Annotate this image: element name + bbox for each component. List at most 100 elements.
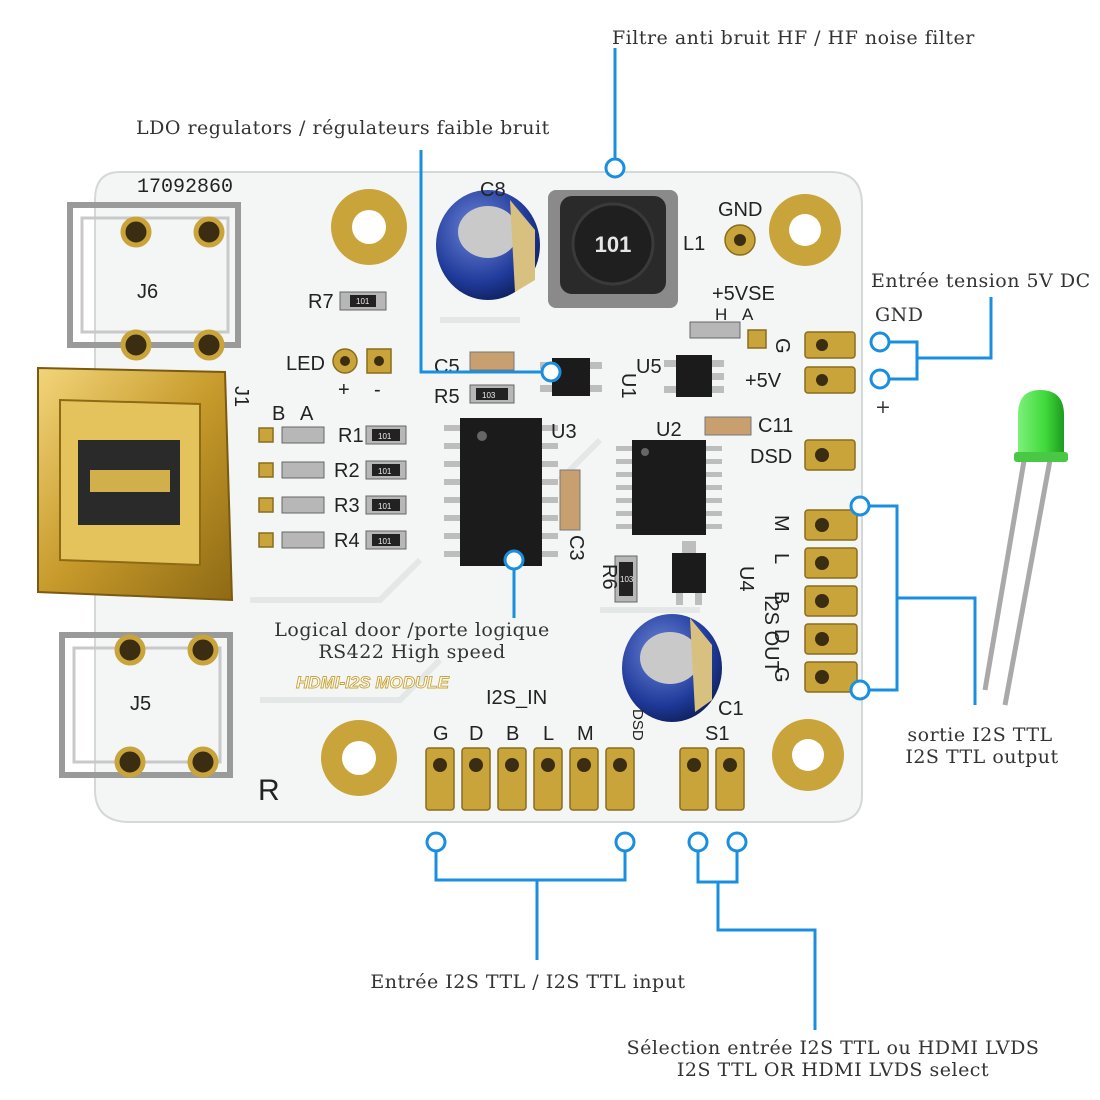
smd-resistors [281, 291, 752, 603]
svg-text:103: 103 [620, 575, 634, 584]
label-r-corner: R [258, 774, 280, 807]
label-r4: R4 [334, 530, 360, 552]
callout-ldo: LDO regulators / régulateurs faible brui… [136, 117, 550, 139]
mounting-hole-top-right [769, 194, 841, 266]
svg-text:M: M [770, 515, 792, 532]
gnd-pad-top [724, 224, 756, 256]
svg-text:L: L [770, 553, 792, 564]
svg-text:G: G [770, 667, 792, 683]
ba-pads [258, 427, 274, 548]
ic-u5 [664, 355, 724, 397]
label-j6: J6 [137, 281, 158, 303]
callout-hf-filter: Filtre anti bruit HF / HF noise filter [612, 27, 975, 49]
power-pads [804, 331, 856, 471]
callout-output-2: I2S TTL output [905, 746, 1058, 768]
label-g-power: G [771, 338, 793, 354]
svg-text:D: D [469, 723, 483, 745]
mounting-hole-bottom-right [772, 719, 844, 791]
label-r6: R6 [598, 564, 620, 590]
i2s-output-pads [804, 509, 858, 693]
label-u3: U3 [551, 421, 577, 443]
callout-output-1: sortie I2S TTL [907, 724, 1052, 746]
svg-text:101: 101 [378, 432, 392, 441]
label-i2s-in: I2S_IN [486, 687, 547, 709]
label-r3: R3 [334, 495, 360, 517]
green-led [982, 390, 1068, 706]
i2s-input-pads [425, 747, 635, 811]
mounting-hole-bottom-left [321, 720, 397, 796]
inductor-code: 101 [595, 232, 632, 257]
label-i2s-out: I2S OUT [760, 595, 782, 673]
svg-text:101: 101 [378, 502, 392, 511]
ic-u2 [616, 440, 722, 535]
s1-select-pads [679, 747, 745, 811]
trace-pattern [250, 317, 700, 703]
mounting-hole-top-left [331, 189, 407, 265]
callout-select-2: I2S TTL OR HDMI LVDS select [677, 1059, 989, 1081]
inductor-l1: 101 [548, 190, 678, 308]
smd-codes: 101 103 101 101 101 101 103 [356, 297, 634, 584]
label-c1: C1 [718, 698, 744, 720]
callout-logic-1: Logical door /porte logique [274, 619, 549, 641]
label-c8: C8 [480, 179, 506, 201]
svg-text:101: 101 [356, 297, 370, 306]
label-c11: C11 [758, 415, 793, 437]
svg-text:101: 101 [378, 537, 392, 546]
callout-power-in: Entrée tension 5V DC [871, 270, 1091, 292]
label-led-minus: - [374, 379, 381, 401]
capacitor-c1 [622, 614, 722, 722]
callout-plus: + [875, 396, 891, 418]
led-pads [332, 348, 392, 374]
ic-u4 [672, 541, 706, 605]
label-c5: C5 [434, 356, 460, 378]
label-u2: U2 [656, 419, 682, 441]
label-r5: R5 [434, 386, 460, 408]
label-gnd-top: GND [718, 199, 762, 221]
label-led-plus: + [338, 379, 350, 401]
svg-text:G: G [433, 723, 449, 745]
callout-gnd: GND [875, 304, 924, 326]
label-r1: R1 [338, 425, 364, 447]
svg-text:DSD: DSD [629, 709, 646, 741]
label-led: LED [286, 353, 325, 375]
leader-lines [419, 48, 993, 1030]
svg-text:B: B [770, 591, 792, 604]
label-r7: R7 [308, 291, 334, 313]
svg-text:103: 103 [482, 391, 496, 400]
svg-text:101: 101 [378, 467, 392, 476]
label-u1: U1 [617, 373, 639, 399]
label-s1: S1 [705, 723, 729, 745]
label-c3: C3 [565, 535, 587, 561]
label-5v: +5V [745, 370, 782, 392]
label-a: A [742, 305, 754, 324]
svg-text:L: L [543, 723, 554, 745]
board-serial: 17092860 [137, 176, 233, 199]
output-pin-labels: M L B D G [770, 515, 792, 683]
label-u4: U4 [735, 566, 757, 592]
label-u5: U5 [636, 356, 662, 378]
label-b: B [272, 403, 285, 425]
callout-input: Entrée I2S TTL / I2S TTL input [370, 971, 685, 993]
capacitor-c8 [436, 190, 540, 300]
jumper-pad [747, 329, 767, 349]
svg-text:B: B [506, 723, 519, 745]
label-r2: R2 [334, 460, 360, 482]
hdmi-connector [37, 366, 234, 602]
input-pin-labels: G D B L M DSD [433, 709, 646, 745]
label-a-ba: A [300, 403, 314, 425]
label-j1: J1 [230, 386, 252, 407]
module-name: HDMI-I2S MODULE [296, 673, 450, 692]
label-j5: J5 [130, 693, 151, 715]
connector-j5 [59, 632, 233, 778]
connector-j6 [67, 202, 241, 361]
callout-select-1: Sélection entrée I2S TTL ou HDMI LVDS [627, 1037, 1040, 1059]
svg-text:M: M [577, 723, 594, 745]
label-h: H [715, 305, 727, 324]
label-5vse: +5VSE [712, 283, 775, 305]
svg-text:D: D [770, 629, 792, 643]
label-l1: L1 [683, 233, 705, 255]
callout-logic-2: RS422 High speed [318, 641, 505, 663]
label-dsd-out: DSD [750, 446, 792, 468]
ic-u3 [444, 418, 558, 566]
